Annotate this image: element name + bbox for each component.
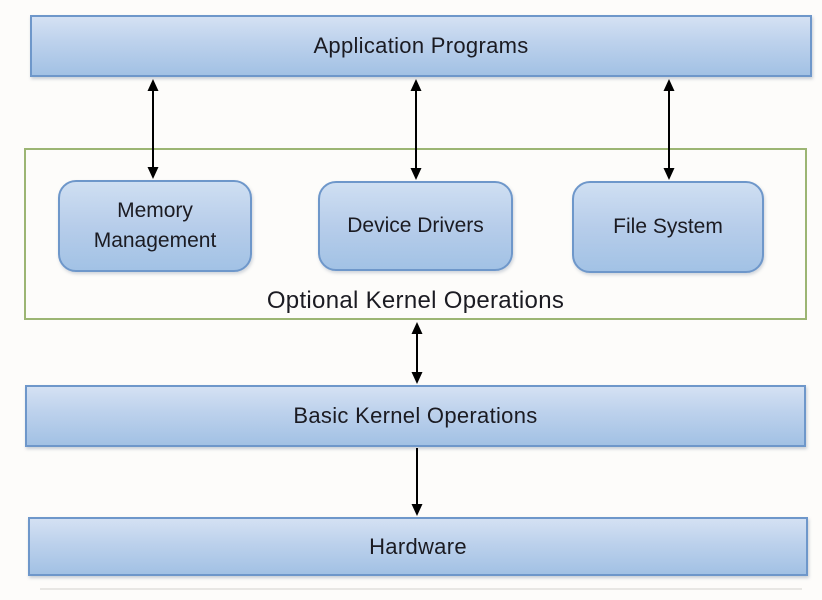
hardware-label: Hardware (369, 533, 467, 559)
optional-kernel-group-label: Optional Kernel Operations (266, 287, 565, 314)
memory-management-label: Memory Management (93, 198, 217, 252)
device-drivers-label: Device Drivers (347, 213, 484, 237)
edge-optional-to-basic (411, 322, 423, 384)
memory-management-node: Memory Management (58, 180, 252, 272)
file-system-node: File System (572, 181, 764, 273)
basic-kernel-operations-label: Basic Kernel Operations (293, 403, 538, 428)
basic-kernel-operations-node: Basic Kernel Operations (25, 385, 806, 447)
hardware-node: Hardware (28, 517, 808, 576)
edge-basic-to-hardware (411, 448, 423, 516)
application-programs-label: Application Programs (313, 33, 529, 58)
page-edge-artifact (40, 588, 802, 590)
device-drivers-node: Device Drivers (318, 181, 513, 271)
file-system-label: File System (613, 214, 723, 238)
application-programs-node: Application Programs (30, 15, 812, 77)
